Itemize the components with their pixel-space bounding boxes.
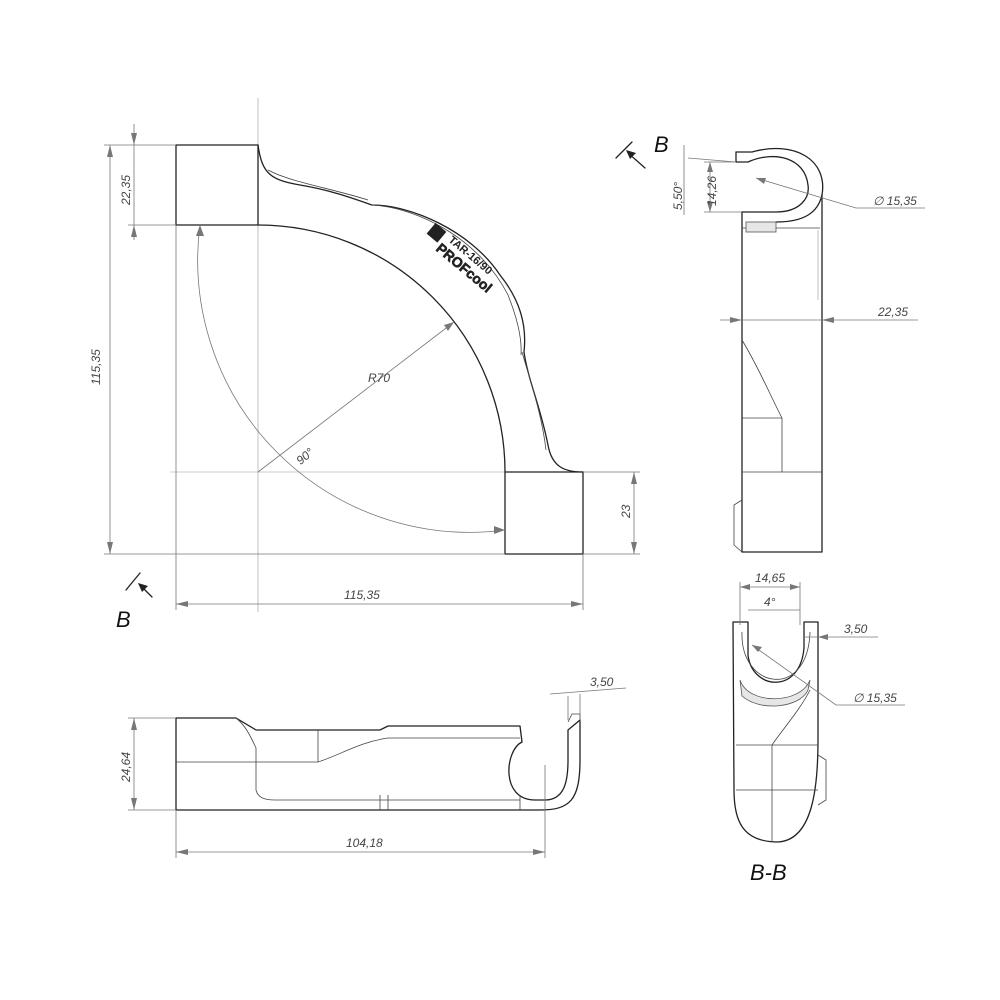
section-title: B-B (750, 860, 787, 885)
dim-arrow (571, 601, 583, 607)
radius-arrow (444, 322, 454, 331)
section-dim-diameter: ∅ 15,35 (853, 691, 897, 705)
angle-arrow-top (196, 225, 204, 236)
dim-top-leg: 22,35 (119, 175, 133, 206)
diameter-leader (755, 177, 925, 209)
section-label-bottom: B (116, 607, 131, 632)
dim-arrow (131, 718, 137, 730)
label-boss (371, 204, 522, 356)
radius-leader (257, 321, 455, 473)
dim-arrow (740, 584, 750, 590)
dim-arrow (822, 317, 834, 323)
taper-curve (741, 339, 783, 472)
angle-arc (197, 224, 506, 533)
dim-height-total: 115,35 (89, 349, 103, 385)
section-arrow-icon (138, 583, 148, 592)
bottom-dim-length: 104,18 (346, 836, 383, 850)
bottom-leg-block (504, 471, 584, 555)
section-marker-top: B (615, 132, 669, 169)
dim-arrow (790, 584, 800, 590)
dim-arrow (730, 317, 742, 323)
dim-arrow (707, 162, 713, 172)
inner-arc (257, 224, 506, 473)
section-marker-bottom: B (116, 572, 153, 632)
dim-width-total: 115,35 (344, 588, 380, 602)
dim-arrow (533, 849, 545, 855)
section-dim-top-width: 14,65 (755, 571, 785, 585)
dim-arrow (131, 133, 137, 145)
dim-line (549, 687, 627, 695)
section-outline (732, 621, 819, 843)
clip (733, 499, 743, 553)
side-dim-height: 14,26 (705, 176, 719, 206)
upper-edge (267, 169, 369, 201)
dim-arrow (176, 601, 188, 607)
bottom-inner-edge (235, 717, 520, 801)
angle-arrow-bottom (494, 526, 505, 534)
dim-arrow (631, 542, 637, 554)
side-dim-diameter: ∅ 15,35 (873, 194, 917, 208)
bottom-slope (256, 737, 520, 763)
brand-logo-icon (426, 222, 447, 243)
dim-arrow (176, 849, 188, 855)
front-view: TAR-16/90 PROFcool R70 90° 115,35 22,35 … (89, 98, 640, 632)
dim-arrow (107, 542, 113, 554)
dim-arrow (818, 634, 828, 640)
top-leg-block (175, 144, 259, 226)
radius-label: R70 (368, 371, 390, 385)
side-dim-width: 22,35 (877, 305, 908, 319)
side-view: 5,50° 14,26 ∅ 15,35 22,35 B (615, 132, 925, 553)
diameter-arrow (752, 645, 762, 652)
bottom-outline (175, 717, 581, 811)
outer-profile (257, 144, 584, 473)
dim-arrow (707, 202, 713, 212)
bottom-tip (567, 713, 581, 723)
side-body (741, 194, 823, 553)
bottom-view: 3,50 24,64 104,18 (119, 675, 627, 858)
angle-label: 90° (293, 445, 316, 468)
section-view: 14,65 4° 3,50 ∅ 15,35 B-B (732, 571, 905, 885)
bottom-dim-height: 24,64 (119, 752, 133, 783)
dim-arrow (107, 145, 113, 157)
section-hatch (739, 679, 811, 707)
dim-arrow (131, 225, 137, 237)
dim-arrow (631, 472, 637, 484)
section-line (615, 141, 633, 159)
brand-marking: TAR-16/90 PROFcool (426, 222, 496, 296)
section-dim-angle: 4° (764, 595, 776, 609)
dim-arrow (131, 798, 137, 810)
bottom-dim-wall: 3,50 (590, 675, 614, 689)
section-dim-wall: 3,50 (844, 622, 868, 636)
diameter-leader (751, 644, 905, 706)
section-clip (817, 754, 827, 806)
side-dim-angle: 5,50° (671, 182, 685, 210)
diameter-arrow (756, 178, 766, 184)
section-arrow-icon (626, 150, 636, 159)
section-label-top: B (654, 132, 669, 157)
inner-channel (741, 631, 811, 680)
hook-outer (735, 147, 824, 223)
dim-bottom-leg: 23 (619, 504, 633, 519)
lower-edge (521, 351, 547, 451)
ledge (745, 221, 777, 233)
section-line (125, 572, 141, 591)
section-taper (771, 689, 811, 842)
ext-line (687, 157, 737, 163)
hook-profile (735, 151, 809, 213)
